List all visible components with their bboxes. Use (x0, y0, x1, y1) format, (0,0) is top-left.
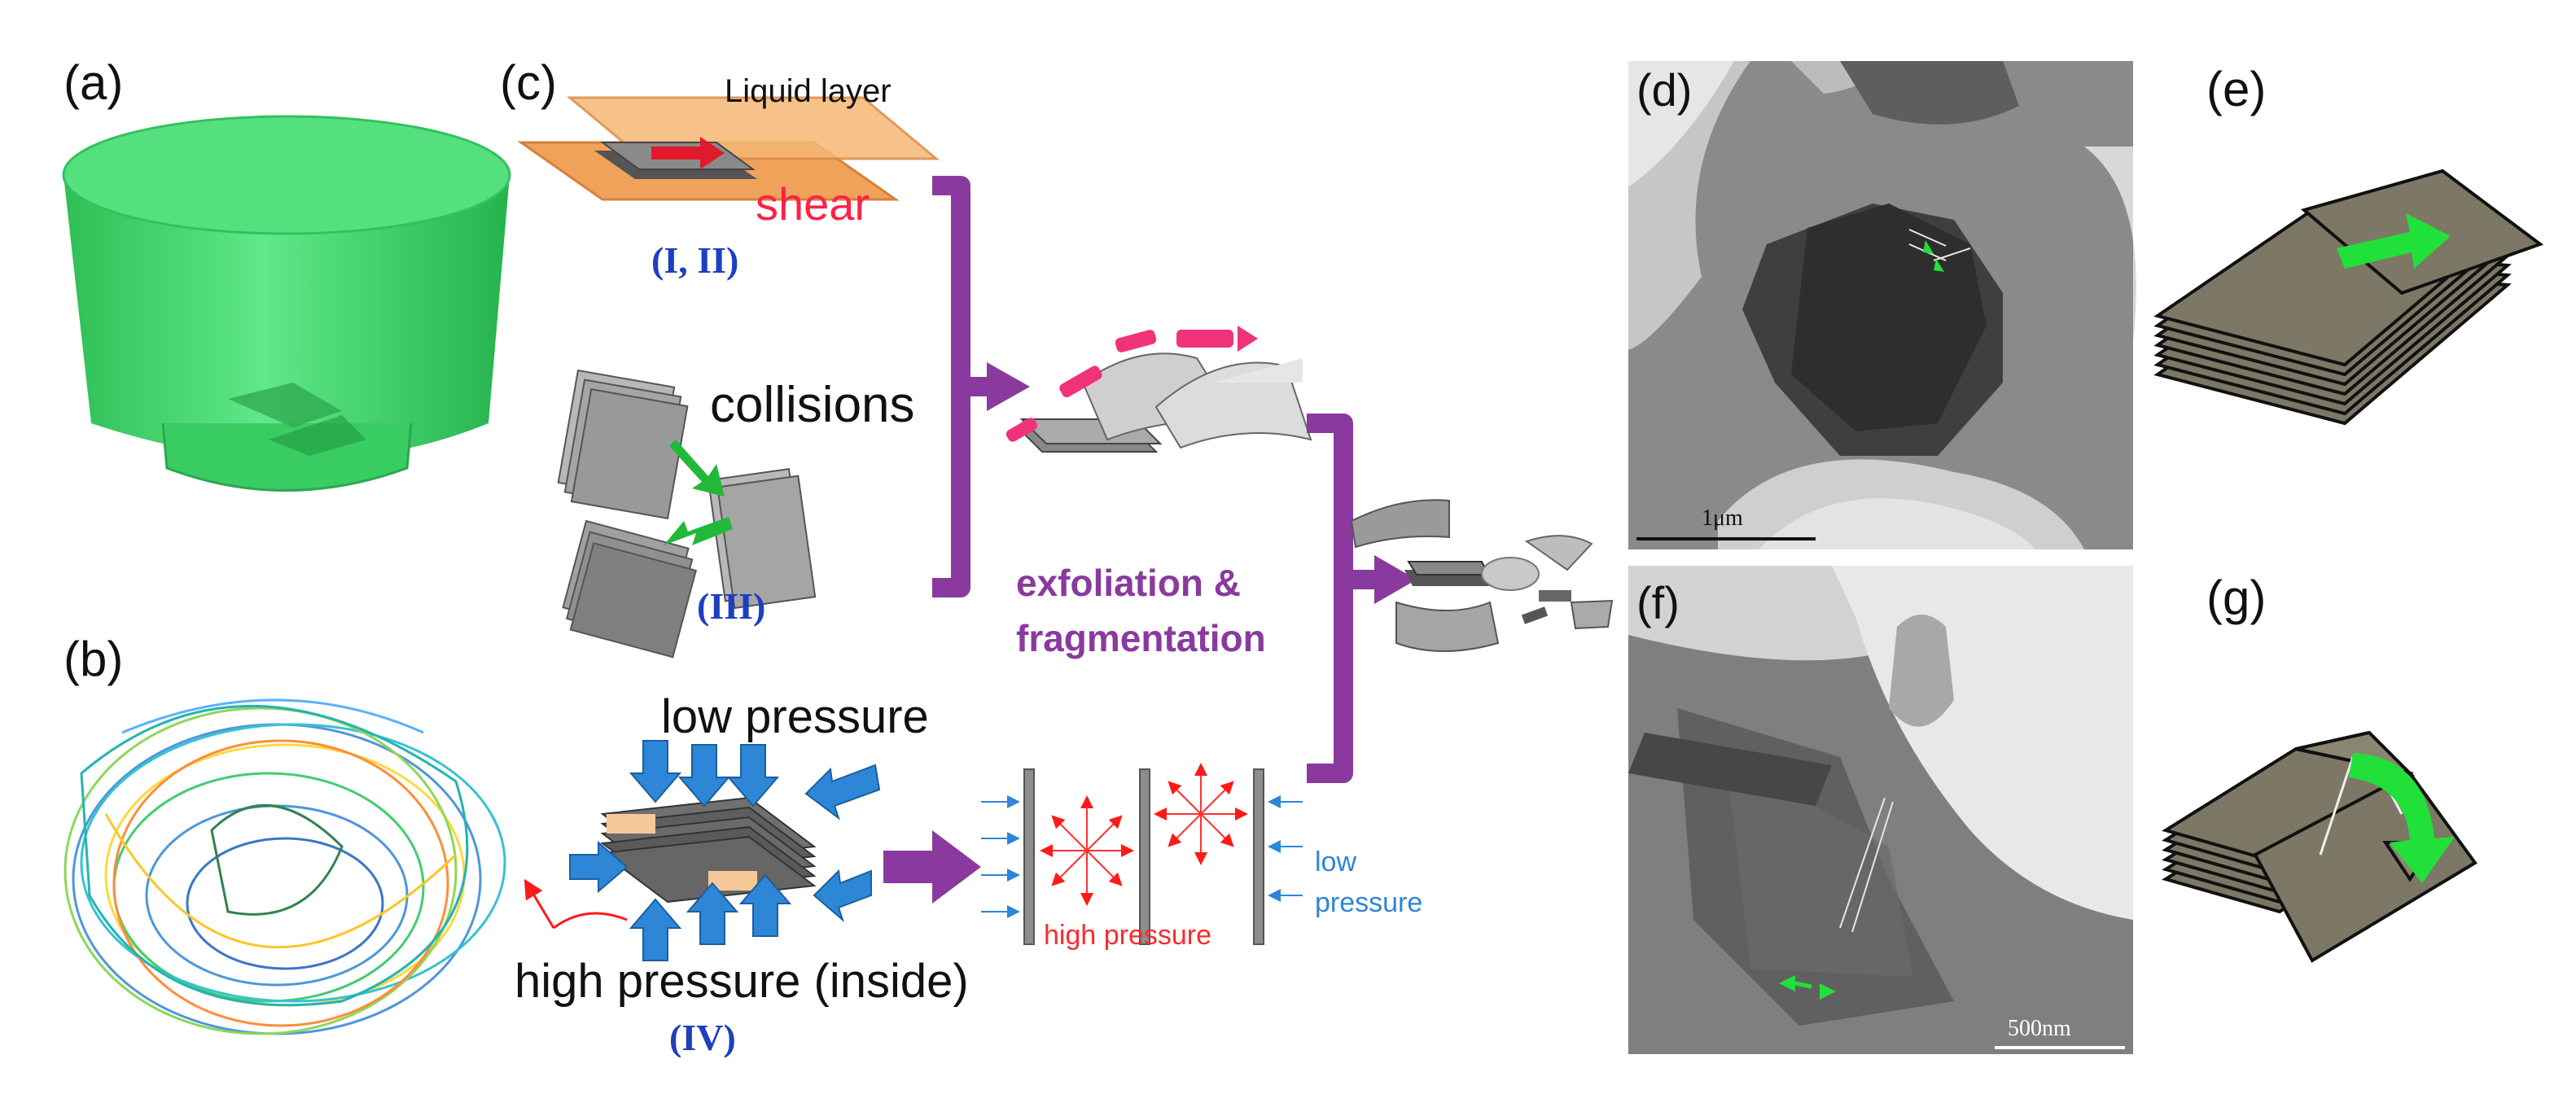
low-pressure-label: low pressure (661, 690, 929, 743)
regime-label-i-ii: (I, II) (651, 239, 738, 281)
panel-label-c: (c) (500, 55, 557, 110)
exfoliation-label: exfoliation & (1016, 562, 1241, 604)
pressure-stack-icon (524, 740, 881, 961)
high-pressure-inside-label: high pressure (inside) (515, 955, 969, 1008)
shear-label: shear (756, 178, 870, 230)
tem-micrograph-f (1628, 566, 2133, 1054)
regime-label-iii: (III) (697, 585, 765, 627)
collisions-label: collisions (710, 377, 915, 433)
low-pressure-small-label-2: pressure (1315, 887, 1422, 918)
arrow-icon (2337, 213, 2451, 269)
panel-label-d: (d) (1636, 64, 1692, 116)
exfoliating-sheets-icon (1005, 326, 1312, 453)
panel-label-e: (e) (2206, 62, 2266, 116)
fragmentation-label: fragmentation (1016, 617, 1266, 659)
cavitation-plates-icon (981, 763, 1303, 945)
sliding-stack-icon (2153, 168, 2544, 426)
liquid-layer-label: Liquid layer (725, 73, 892, 109)
scale-bar-d: 1μm (1702, 505, 1743, 531)
regime-label-iv: (IV) (669, 1017, 736, 1058)
panel-label-a: (a) (64, 55, 123, 110)
panel-label-f: (f) (1636, 577, 1680, 628)
low-pressure-small-label-1: low (1315, 847, 1356, 877)
arrow-icon (987, 362, 1030, 411)
colliding-stacks-icon (557, 369, 817, 659)
bracket-right (1307, 414, 1376, 783)
mixing-vessel-icon (62, 115, 511, 492)
bracket-top (932, 176, 989, 597)
arrow-icon (1374, 555, 1417, 604)
tem-micrograph-d (1628, 61, 2136, 549)
panel-label-g: (g) (2206, 571, 2266, 625)
panel-label-b: (b) (64, 632, 123, 686)
streamlines-icon (64, 698, 506, 1035)
arrow-icon (2349, 753, 2455, 883)
fragments-icon (1350, 499, 1614, 652)
shear-stack-icon (517, 96, 940, 201)
arrow-icon (883, 830, 981, 904)
scale-bar-f: 500nm (2008, 1016, 2071, 1041)
high-pressure-label: high pressure (1044, 920, 1211, 951)
